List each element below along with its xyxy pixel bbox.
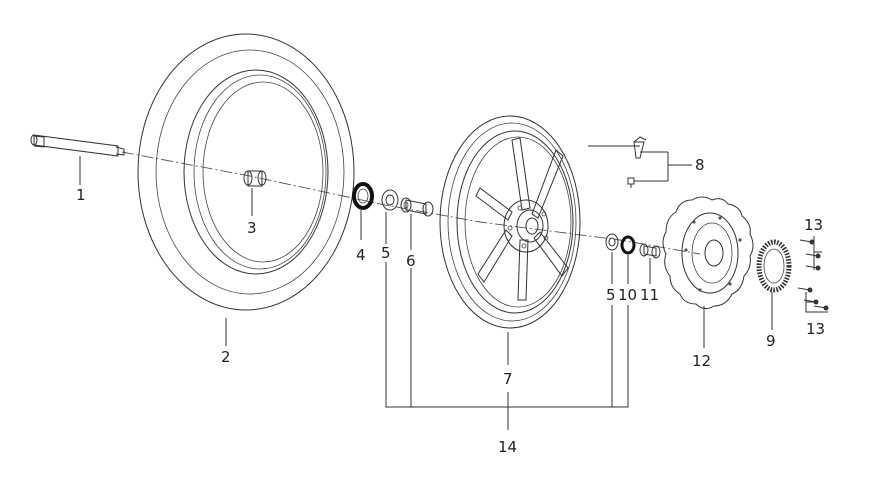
label-inner-spacer: 3 [247,219,257,237]
rim-part [439,115,581,329]
label-valve: 8 [695,156,705,174]
label-rim: 7 [503,370,513,388]
leader-lines [79,145,828,430]
axle-part [30,134,125,157]
label-tire: 2 [221,348,231,366]
valve-part [627,136,647,188]
axis-center-line [121,151,701,255]
label-collar: 6 [406,252,416,270]
label-bearing-right: 5 [606,286,616,304]
oil-seal-left-part [352,182,374,210]
tire-part [137,33,355,311]
label-oil-seal-right: 10 [618,286,637,304]
label-brake-disc: 12 [692,352,711,370]
collar-part [400,197,434,217]
label-bolt-lower: 13 [806,320,825,338]
label-bearing-left: 5 [381,244,391,262]
brake-disc-part [662,196,754,310]
label-bolt-upper: 13 [804,216,823,234]
inner-spacer-part [243,170,267,187]
bolts-upper-part [799,239,821,271]
bearing-left-part [381,189,399,211]
label-spacer-right: 11 [640,286,659,304]
oil-seal-right-part [620,235,636,255]
label-oil-seal-left: 4 [356,246,366,264]
label-tone-ring: 9 [766,332,776,350]
tone-ring-part [756,239,792,293]
label-wheel-assembly: 14 [498,438,517,456]
bearing-right-part [605,233,619,251]
spacer-right-part [639,243,661,259]
bolts-lower-part [797,287,829,311]
label-axle: 1 [76,186,86,204]
